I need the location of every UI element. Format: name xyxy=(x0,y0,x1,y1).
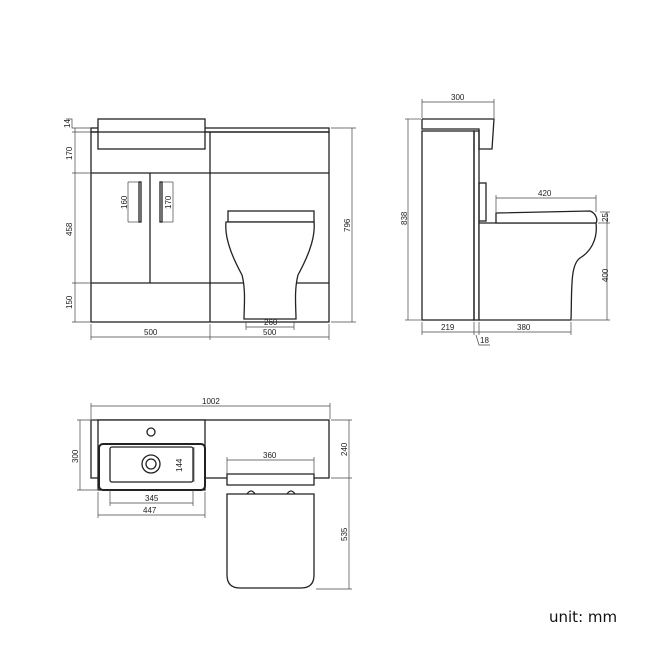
dim-panel: 18 xyxy=(480,336,489,345)
dim-top-cabinet-depth: 240 xyxy=(340,442,349,456)
dim-top-section: 170 xyxy=(65,146,74,160)
front-view: 160 170 14 170 458 150 796 500 500 260 xyxy=(63,118,356,340)
tap-hole-icon xyxy=(146,427,156,437)
dim-top-thickness: 14 xyxy=(63,119,72,128)
dim-plinth: 150 xyxy=(65,295,74,309)
dim-bowl-width: 345 xyxy=(145,494,159,503)
dim-top-basin-depth: 300 xyxy=(71,449,80,463)
dim-seat-length: 420 xyxy=(538,189,552,198)
dim-handle-right: 170 xyxy=(164,195,173,209)
dim-side-basin-depth: 300 xyxy=(451,93,465,102)
front-toilet-pan xyxy=(225,221,315,320)
front-toilet-seat xyxy=(227,210,315,223)
side-toilet-seat xyxy=(495,210,598,224)
top-basin-bowl-rim xyxy=(98,443,206,491)
side-basin xyxy=(421,118,495,150)
top-cistern-stub xyxy=(226,473,315,486)
dim-overall-width: 1002 xyxy=(202,397,220,406)
dim-pan-depth: 380 xyxy=(517,323,531,332)
side-toilet-pan xyxy=(478,222,597,321)
dim-overall-height: 796 xyxy=(343,218,352,232)
top-toilet-seat xyxy=(226,493,315,589)
top-basin-bowl xyxy=(109,446,194,483)
drain-inner-icon xyxy=(145,458,157,470)
front-basin xyxy=(97,118,206,150)
seat-hinges xyxy=(246,490,296,495)
top-view: 1002 300 144 345 447 360 240 535 xyxy=(71,397,352,590)
drain-outer-icon xyxy=(141,454,161,474)
dim-side-overall-height: 838 xyxy=(400,211,409,225)
dim-toilet-projection: 535 xyxy=(340,527,349,541)
top-worktop xyxy=(90,419,330,479)
door-handle-right xyxy=(159,181,163,223)
dim-width-right: 500 xyxy=(263,328,277,337)
dim-toilet-base: 260 xyxy=(264,318,278,327)
dim-door-section: 458 xyxy=(65,222,74,236)
dim-cabinet-depth: 219 xyxy=(441,323,455,332)
dim-bowl-inner: 144 xyxy=(175,458,184,472)
side-cabinet xyxy=(421,130,475,321)
side-handle xyxy=(478,182,487,222)
unit-label: unit: mm xyxy=(549,608,618,626)
side-door-panel xyxy=(473,130,480,321)
dim-pan-height: 400 xyxy=(601,268,610,282)
dim-handle-left: 160 xyxy=(120,195,129,209)
dim-seat-width: 360 xyxy=(263,451,277,460)
dim-seat-thickness: 25 xyxy=(601,213,610,222)
dim-basin-width: 447 xyxy=(143,506,157,515)
side-view: 300 838 420 25 400 219 380 18 xyxy=(400,93,610,346)
door-handle-left xyxy=(138,181,142,223)
dim-width-left: 500 xyxy=(144,328,158,337)
